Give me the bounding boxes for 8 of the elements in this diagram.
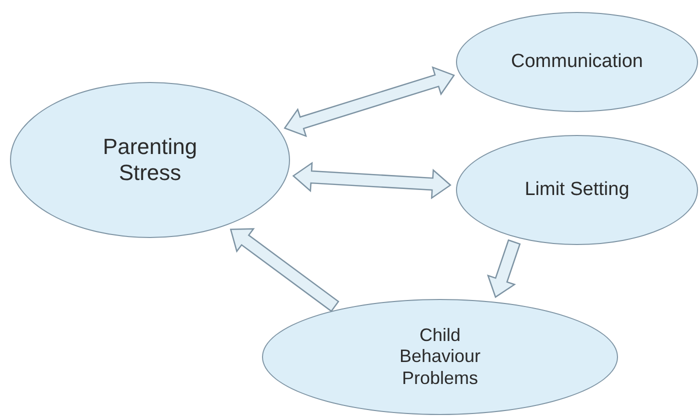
block-arrow bbox=[230, 228, 340, 312]
node-label: Child Behaviour Problems bbox=[398, 324, 482, 390]
block-arrow bbox=[292, 162, 452, 200]
node-label: Parenting Stress bbox=[102, 134, 198, 186]
node-label: Limit Setting bbox=[524, 178, 630, 202]
block-arrow bbox=[486, 239, 521, 298]
block-arrow bbox=[284, 66, 455, 138]
node-label: Communication bbox=[511, 50, 643, 74]
